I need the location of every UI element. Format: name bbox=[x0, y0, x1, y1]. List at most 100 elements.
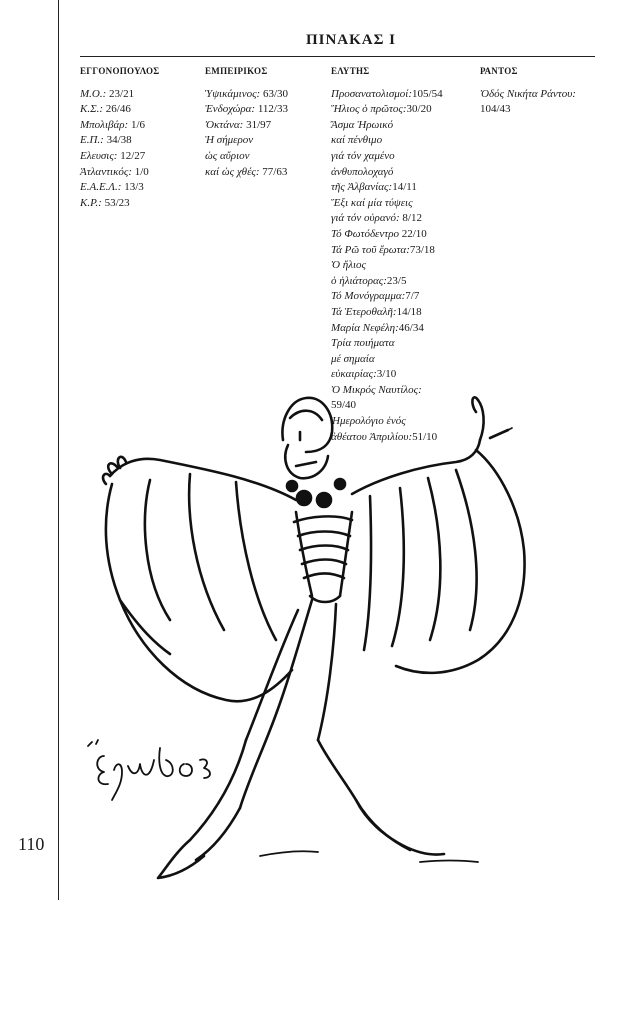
entry-title: Ἄσμα Ἡρωικό bbox=[331, 118, 394, 131]
entry-count: 31/97 bbox=[243, 118, 272, 131]
entry-title: ὡς αὔριον bbox=[205, 149, 250, 162]
list-item: 59/40 bbox=[331, 398, 471, 414]
entry-title: Ὁδός Νικήτα Ράντου: bbox=[480, 87, 576, 100]
entry-count: 104/43 bbox=[480, 103, 511, 116]
entry-title: Ἡμερολόγιο ἑνός bbox=[331, 415, 406, 428]
entry-list: Ὁδός Νικήτα Ράντου: 104/43 bbox=[480, 87, 600, 118]
list-item: Τό Μονόγραμμα:7/7 bbox=[331, 289, 471, 305]
list-item: Ε.Α.Ε.Λ.: 13/3 bbox=[80, 180, 198, 196]
list-item: Ελευσις: 12/27 bbox=[80, 149, 198, 165]
list-item: Ὁ ἥλιος bbox=[331, 258, 471, 274]
entry-title: τῆς Ἀλβανίας: bbox=[331, 181, 393, 194]
entry-title: Τά Ρῶ τοῦ ἔρωτα: bbox=[331, 243, 410, 256]
entry-title: Μ.Ο.: bbox=[80, 87, 107, 100]
entry-count: 63/30 bbox=[260, 87, 289, 100]
entry-title: Ελευσις: bbox=[80, 149, 118, 162]
column-heading: ΕΜΠΕΙΡΙΚΟΣ bbox=[205, 66, 268, 76]
page-title: ΠΙΝΑΚΑΣ Ι bbox=[305, 32, 397, 48]
list-item: 104/43 bbox=[480, 102, 600, 118]
entry-count: 7/7 bbox=[405, 290, 420, 303]
list-item: Ἀτλαντικός: 1/0 bbox=[80, 165, 198, 181]
entry-count: 26/46 bbox=[103, 103, 131, 116]
page-number: 110 bbox=[18, 834, 45, 854]
list-item: καί ὡς χθές: 77/63 bbox=[205, 165, 327, 181]
entry-count: 22/10 bbox=[399, 227, 427, 240]
entry-title: Μπολιβάρ: bbox=[80, 118, 129, 131]
entry-count: 13/3 bbox=[121, 181, 144, 194]
list-item: Κ.Σ.: 26/46 bbox=[80, 102, 198, 118]
entry-title: Ἀτλαντικός: bbox=[80, 165, 132, 178]
entry-count: 77/63 bbox=[259, 165, 288, 178]
column-rantos: ΡΑΝΤΟΣ Ὁδός Νικήτα Ράντου:104/43 bbox=[480, 64, 600, 118]
list-item: Ὁδός Νικήτα Ράντου: bbox=[480, 87, 600, 103]
list-item: Τό Φωτόδεντρο 22/10 bbox=[331, 227, 471, 243]
list-item: Μ.Ο.: 23/21 bbox=[80, 87, 198, 103]
entry-title: καί ὡς χθές: bbox=[205, 165, 260, 178]
entry-count: 14/11 bbox=[392, 181, 417, 194]
entry-title: Ε.Α.Ε.Λ.: bbox=[80, 181, 122, 194]
list-item: Μπολιβάρ: 1/6 bbox=[80, 118, 198, 134]
entry-count: 34/38 bbox=[103, 134, 132, 147]
list-item: μέ σημαία bbox=[331, 352, 471, 368]
entry-count: 14/18 bbox=[396, 305, 422, 318]
list-item: Τά Ἑτεροθαλῆ:14/18 bbox=[331, 305, 471, 321]
list-item: Κ.Ρ.: 53/23 bbox=[80, 196, 198, 212]
entry-title: καί πένθιμο bbox=[331, 134, 383, 147]
list-item: ὁ ἡλιάτορας:23/5 bbox=[331, 274, 471, 290]
list-item: Ὑψικάμινος: 63/30 bbox=[205, 87, 327, 103]
list-item: Ἡμερολόγιο ἑνός bbox=[331, 414, 471, 430]
entry-title: Ὑψικάμινος: bbox=[205, 87, 261, 100]
entry-title: Ἕξι καί μία τύψεις bbox=[331, 196, 413, 209]
entry-count: 53/23 bbox=[101, 196, 130, 209]
list-item: καί πένθιμο bbox=[331, 133, 471, 149]
entry-title: ἀθέατου Ἀπριλίου: bbox=[331, 430, 413, 443]
entry-count: 23/5 bbox=[386, 274, 407, 287]
entry-title: Ἥλιος ὁ πρῶτος: bbox=[331, 103, 407, 116]
list-item: ὡς αὔριον bbox=[205, 149, 327, 165]
entry-count: 12/27 bbox=[117, 149, 146, 162]
entry-title: Κ.Σ.: bbox=[80, 103, 104, 116]
entry-title: Ἡ σήμερον bbox=[205, 134, 254, 147]
entry-count: 3/10 bbox=[376, 368, 397, 381]
entry-title: Τρία ποιήματα bbox=[331, 337, 395, 350]
margin-rule bbox=[58, 0, 59, 900]
list-item: Ὁ Μικρός Ναυτίλος: bbox=[331, 383, 471, 399]
entry-title: Κ.Ρ.: bbox=[80, 196, 102, 209]
entry-title: Ὁ ἥλιος bbox=[331, 259, 367, 272]
list-item: Ε.Π.: 34/38 bbox=[80, 133, 198, 149]
list-item: τῆς Ἀλβανίας:14/11 bbox=[331, 180, 471, 196]
list-item: ἀθέατου Ἀπριλίου:51/10 bbox=[331, 430, 471, 446]
entry-title: ὁ ἡλιάτορας: bbox=[331, 274, 387, 287]
entry-title: μέ σημαία bbox=[331, 352, 375, 365]
entry-title: Ὀκτάνα: bbox=[205, 118, 244, 131]
list-item: Ὀκτάνα: 31/97 bbox=[205, 118, 327, 134]
list-item: Προσανατολισμοί:105/54 bbox=[331, 87, 471, 103]
entry-title: γιά τόν οὐρανό: bbox=[331, 212, 400, 225]
entry-title: ἀνθυπολοχαγό bbox=[331, 165, 394, 178]
entry-count: 1/6 bbox=[128, 118, 146, 131]
entry-count: 30/20 bbox=[406, 103, 432, 116]
list-item: Μαρία Νεφέλη:46/34 bbox=[331, 321, 471, 337]
entry-title: γιά τόν χαμένο bbox=[331, 149, 395, 162]
list-item: εὐκαιρίας:3/10 bbox=[331, 367, 471, 383]
column-heading: ΕΛΥΤΗΣ bbox=[331, 66, 370, 76]
entry-title: Τό Μονόγραμμα: bbox=[331, 290, 406, 303]
entry-count: 51/10 bbox=[412, 430, 438, 443]
entry-count: 105/54 bbox=[412, 87, 443, 100]
entry-count: 73/18 bbox=[409, 243, 435, 256]
list-item: Ἄσμα Ἡρωικό bbox=[331, 118, 471, 134]
list-item: Ἥλιος ὁ πρῶτος:30/20 bbox=[331, 102, 471, 118]
header-rule bbox=[80, 56, 595, 57]
entry-count: 23/21 bbox=[106, 87, 135, 100]
entry-title: Τό Φωτόδεντρο bbox=[331, 227, 399, 240]
list-item: γιά τόν οὐρανό: 8/12 bbox=[331, 211, 471, 227]
entry-count: 46/34 bbox=[398, 321, 424, 334]
entry-title: Προσανατολισμοί: bbox=[331, 87, 413, 100]
list-item: Ἕξι καί μία τύψεις bbox=[331, 196, 471, 212]
